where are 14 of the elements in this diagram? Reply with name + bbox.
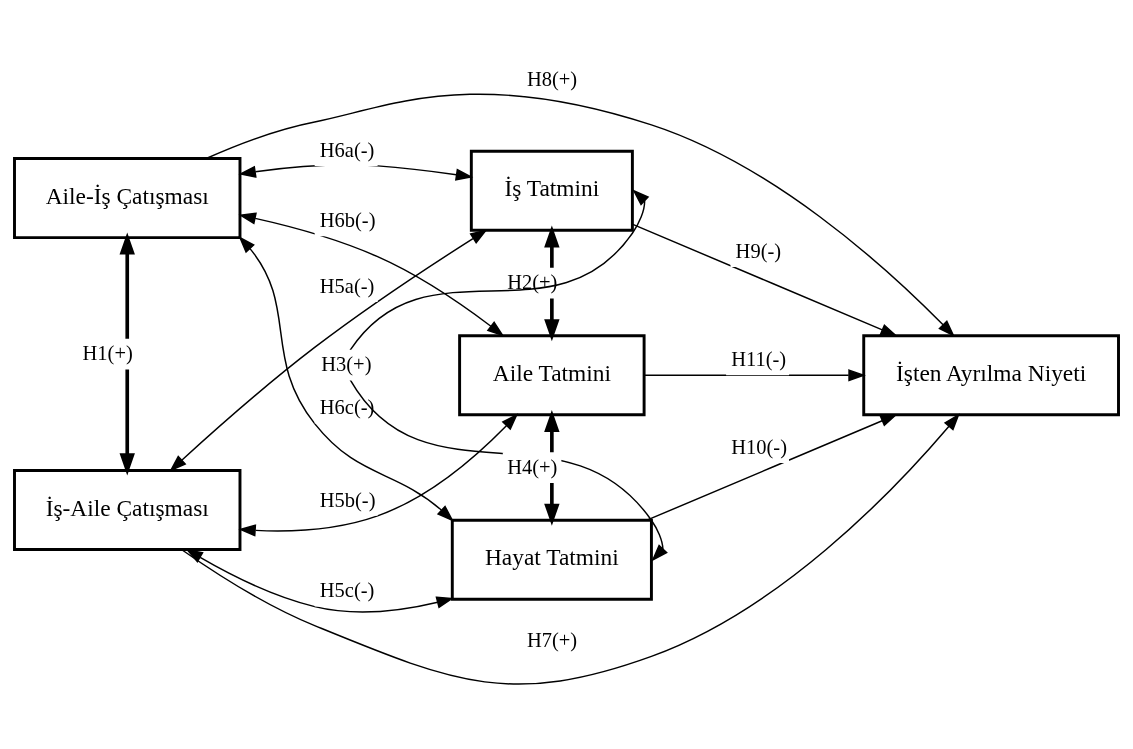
edge-label: H9(-) xyxy=(735,239,782,262)
edge-label: H6a(-) xyxy=(319,138,375,161)
edge-label: H10(-) xyxy=(731,435,787,458)
edge-label: H7(+) xyxy=(526,629,578,652)
edge-label: H5b(-) xyxy=(319,488,376,511)
edge-label: H1(+) xyxy=(82,342,133,365)
edge-label: H2(+) xyxy=(507,271,558,294)
edge-label: H6b(-) xyxy=(319,208,376,231)
edge-label: H3(+) xyxy=(321,353,372,376)
edge-label: H8(+) xyxy=(526,68,578,91)
edge-label: H5a(-) xyxy=(319,274,375,297)
edge-label: H11(-) xyxy=(731,348,787,371)
edge-label: H5c(-) xyxy=(319,579,375,602)
edge-label: H4(+) xyxy=(507,455,558,478)
